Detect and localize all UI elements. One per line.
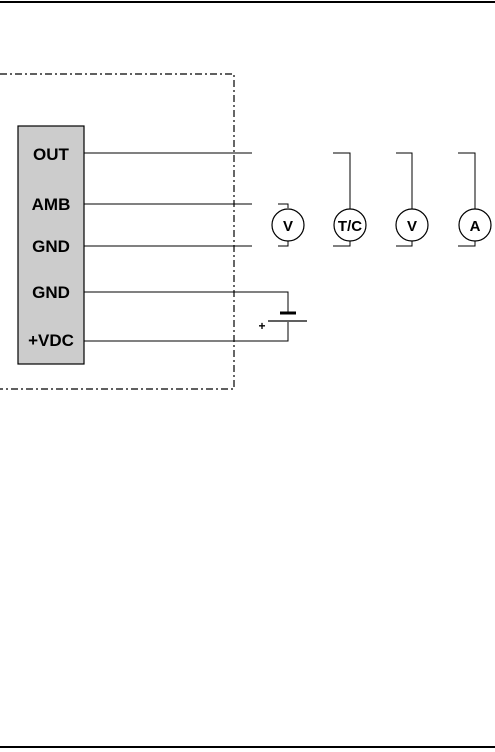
pin-label-gnd-supply: GND bbox=[32, 283, 70, 302]
meter-tc-label: T/C bbox=[338, 218, 362, 235]
meter-v2: V bbox=[396, 153, 428, 246]
meter-v2-lead-top bbox=[396, 153, 412, 209]
wire-gnd-supply bbox=[84, 292, 288, 312]
meter-v1-lead-bottom bbox=[278, 241, 288, 246]
meter-a-lead-top bbox=[458, 153, 475, 209]
meter-v2-lead-bottom bbox=[396, 241, 412, 246]
pin-label-gnd: GND bbox=[32, 237, 70, 256]
meter-a-label: A bbox=[470, 218, 481, 235]
meter-v1-lead-top bbox=[278, 204, 288, 208]
wire-vdc bbox=[84, 322, 288, 341]
meter-v1-label: V bbox=[283, 218, 293, 235]
meter-a-lead-bottom bbox=[458, 241, 475, 246]
meter-a: A bbox=[458, 153, 491, 246]
battery-symbol bbox=[268, 313, 307, 321]
battery-plus-label: + bbox=[258, 319, 265, 333]
meter-tc: T/C bbox=[333, 153, 366, 246]
meter-v2-label: V bbox=[407, 218, 417, 235]
meter-tc-lead-top bbox=[333, 153, 350, 209]
meter-tc-lead-bottom bbox=[333, 241, 350, 246]
pin-label-amb: AMB bbox=[32, 195, 71, 214]
pin-label-out: OUT bbox=[33, 145, 70, 164]
meter-v1: V bbox=[272, 204, 304, 246]
pin-label-vdc: +VDC bbox=[28, 331, 74, 350]
